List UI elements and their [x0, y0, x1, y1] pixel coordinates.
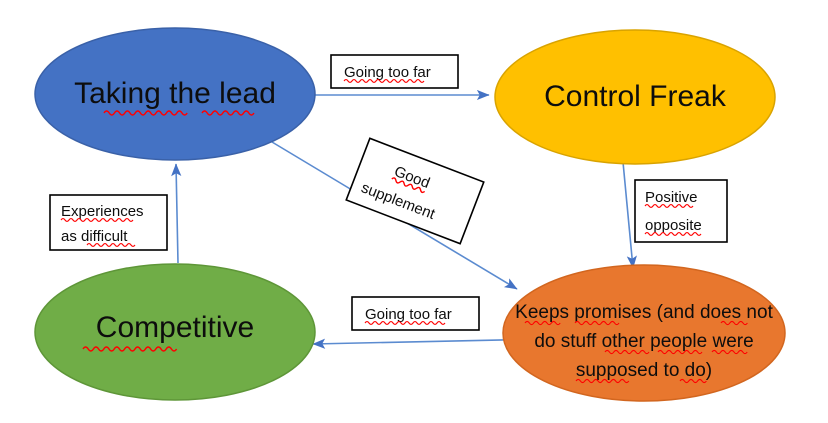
- node-label-taking-the-lead: Taking the lead: [74, 77, 276, 110]
- edge-label-going-too-far-top[interactable]: Going too far: [330, 54, 459, 89]
- node-control-freak[interactable]: Control Freak: [494, 29, 776, 165]
- connector-control-to-promises[interactable]: [622, 161, 637, 269]
- spellcheck-squiggle-promises-4: [604, 349, 650, 355]
- spellcheck-squiggle-opposite: [644, 232, 702, 236]
- edge-label-text-as-difficult: as difficult: [61, 228, 128, 245]
- ellipse-keeps-promises[interactable]: [502, 264, 786, 402]
- spellcheck-squiggle-promises-3: [720, 320, 748, 326]
- edge-label-going-too-far-bottom[interactable]: Going too far: [351, 296, 480, 331]
- node-label-keeps-promises-line1: Keeps promises (and does not: [515, 302, 773, 323]
- spellcheck-squiggle-promises-6: [711, 349, 748, 355]
- spellcheck-squiggle-good: [391, 177, 426, 194]
- ellipse-control-freak[interactable]: [494, 29, 776, 165]
- spellcheck-squiggle-going-bottom: [364, 321, 446, 325]
- edge-label-text-opposite: opposite: [645, 217, 702, 234]
- ellipse-taking-the-lead[interactable]: [34, 27, 316, 161]
- edge-label-text-going-too-far-bottom: Going too far: [365, 306, 452, 323]
- edge-label-good-supplement[interactable]: Good supplement: [345, 137, 485, 245]
- edge-label-text-experiences: Experiences: [61, 203, 144, 220]
- spellcheck-squiggle-difficult: [86, 243, 136, 247]
- connector-competitive-to-lead[interactable]: [171, 163, 182, 264]
- spellcheck-squiggle-experiences: [60, 218, 134, 222]
- edge-label-experiences-as-difficult[interactable]: Experiences as difficult: [49, 194, 168, 251]
- node-taking-the-lead[interactable]: Taking the lead: [34, 27, 316, 161]
- ellipse-competitive[interactable]: [34, 263, 316, 401]
- edge-label-text-positive: Positive: [645, 189, 698, 206]
- edge-label-box-experiences[interactable]: [49, 194, 168, 251]
- edge-label-box-top[interactable]: [330, 54, 459, 89]
- edge-label-text-going-too-far-top: Going too far: [344, 64, 431, 81]
- edge-label-box-bottom[interactable]: [351, 296, 480, 331]
- spellcheck-squiggle-promises-2: [574, 320, 620, 326]
- node-competitive[interactable]: Competitive: [34, 263, 316, 401]
- spellcheck-squiggle-promises-8: [679, 378, 707, 384]
- spellcheck-squiggle-competitive: [82, 346, 178, 352]
- node-label-control-freak: Control Freak: [544, 80, 727, 113]
- spellcheck-squiggle-lead: [201, 110, 255, 116]
- edge-label-box-good-supplement[interactable]: [345, 137, 485, 245]
- edge-label-positive-opposite[interactable]: Positive opposite: [634, 179, 728, 243]
- spellcheck-squiggle-positive: [644, 204, 694, 208]
- spellcheck-squiggle-promises-7: [575, 378, 630, 384]
- spellcheck-squiggle-taking: [103, 110, 188, 116]
- edge-label-box-positive-opposite[interactable]: [634, 179, 728, 243]
- node-keeps-promises[interactable]: Keeps promises (and does not do stuff ot…: [502, 264, 786, 402]
- node-label-keeps-promises-line2: do stuff other people were: [534, 331, 753, 352]
- node-label-competitive: Competitive: [96, 311, 254, 344]
- node-label-keeps-promises-line3: supposed to do): [576, 360, 712, 381]
- spellcheck-squiggle-promises-5: [657, 349, 703, 355]
- spellcheck-squiggle-going-top: [343, 79, 425, 83]
- spellcheck-squiggle-promises-1: [524, 320, 561, 326]
